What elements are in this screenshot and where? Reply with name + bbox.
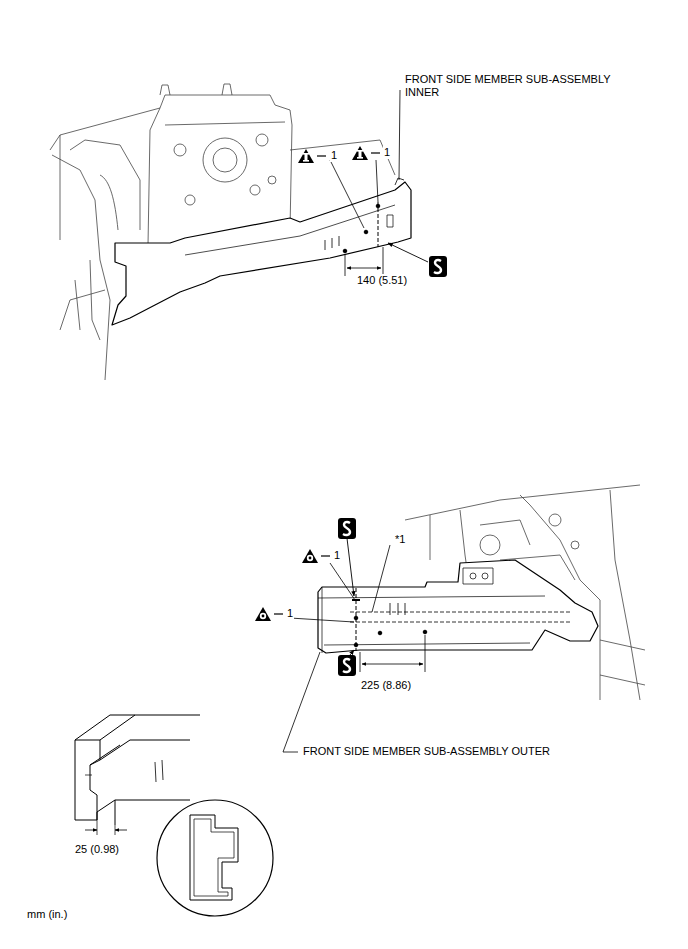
dimension: 25 (0.98) [74, 843, 120, 856]
callout-number: *1 [394, 533, 406, 546]
front-side-member-outer [318, 560, 598, 653]
weld-symbol [298, 149, 314, 163]
leader-line [372, 545, 390, 612]
section-inset [75, 715, 200, 835]
dimension: 225 (8.86) [360, 679, 412, 692]
leader-line [388, 243, 428, 262]
measure-point [378, 631, 382, 635]
leader-line [346, 530, 354, 596]
part-name: FRONT SIDE MEMBER SUB-ASSEMBLY OUTER [302, 745, 551, 758]
measure-point [423, 630, 427, 634]
weld-point [376, 204, 380, 208]
weld-point [354, 643, 358, 647]
callout-number: 1 [286, 607, 294, 620]
symbol-dash [321, 555, 330, 556]
spot-weld-symbol [302, 549, 318, 563]
leader-line [290, 618, 354, 622]
symbol-dash [274, 613, 283, 614]
leader-line [283, 652, 320, 752]
dimension-225 [360, 635, 425, 672]
spot-weld-symbol [255, 607, 271, 621]
weld-symbol [352, 146, 368, 160]
measure-point [343, 249, 347, 253]
symbol-dash [317, 155, 326, 156]
cut-line [378, 202, 379, 247]
leader-line [399, 90, 400, 180]
saw-cut-icon [429, 256, 447, 277]
leader-line [330, 563, 355, 600]
cut-mark [352, 599, 360, 601]
detail-circle [157, 800, 273, 916]
saw-cut-icon [338, 655, 356, 676]
hidden-line [350, 612, 570, 622]
dimension: 140 (5.51) [356, 274, 408, 287]
callout-number: 1 [333, 549, 341, 562]
front-side-member-inner [112, 178, 411, 325]
symbol-dash [371, 152, 380, 153]
callout-number: 1 [383, 146, 391, 159]
weld-point [364, 230, 368, 234]
saw-cut-icon [338, 518, 356, 539]
leader-line [330, 160, 364, 228]
part-name: FRONT SIDE MEMBER SUB-ASSEMBLY INNER [404, 73, 624, 99]
callout-number: 1 [330, 149, 338, 162]
unit-note: mm (in.) [26, 908, 68, 921]
dimension-140 [345, 247, 383, 276]
weld-point [354, 616, 358, 620]
leader-line [376, 160, 378, 202]
